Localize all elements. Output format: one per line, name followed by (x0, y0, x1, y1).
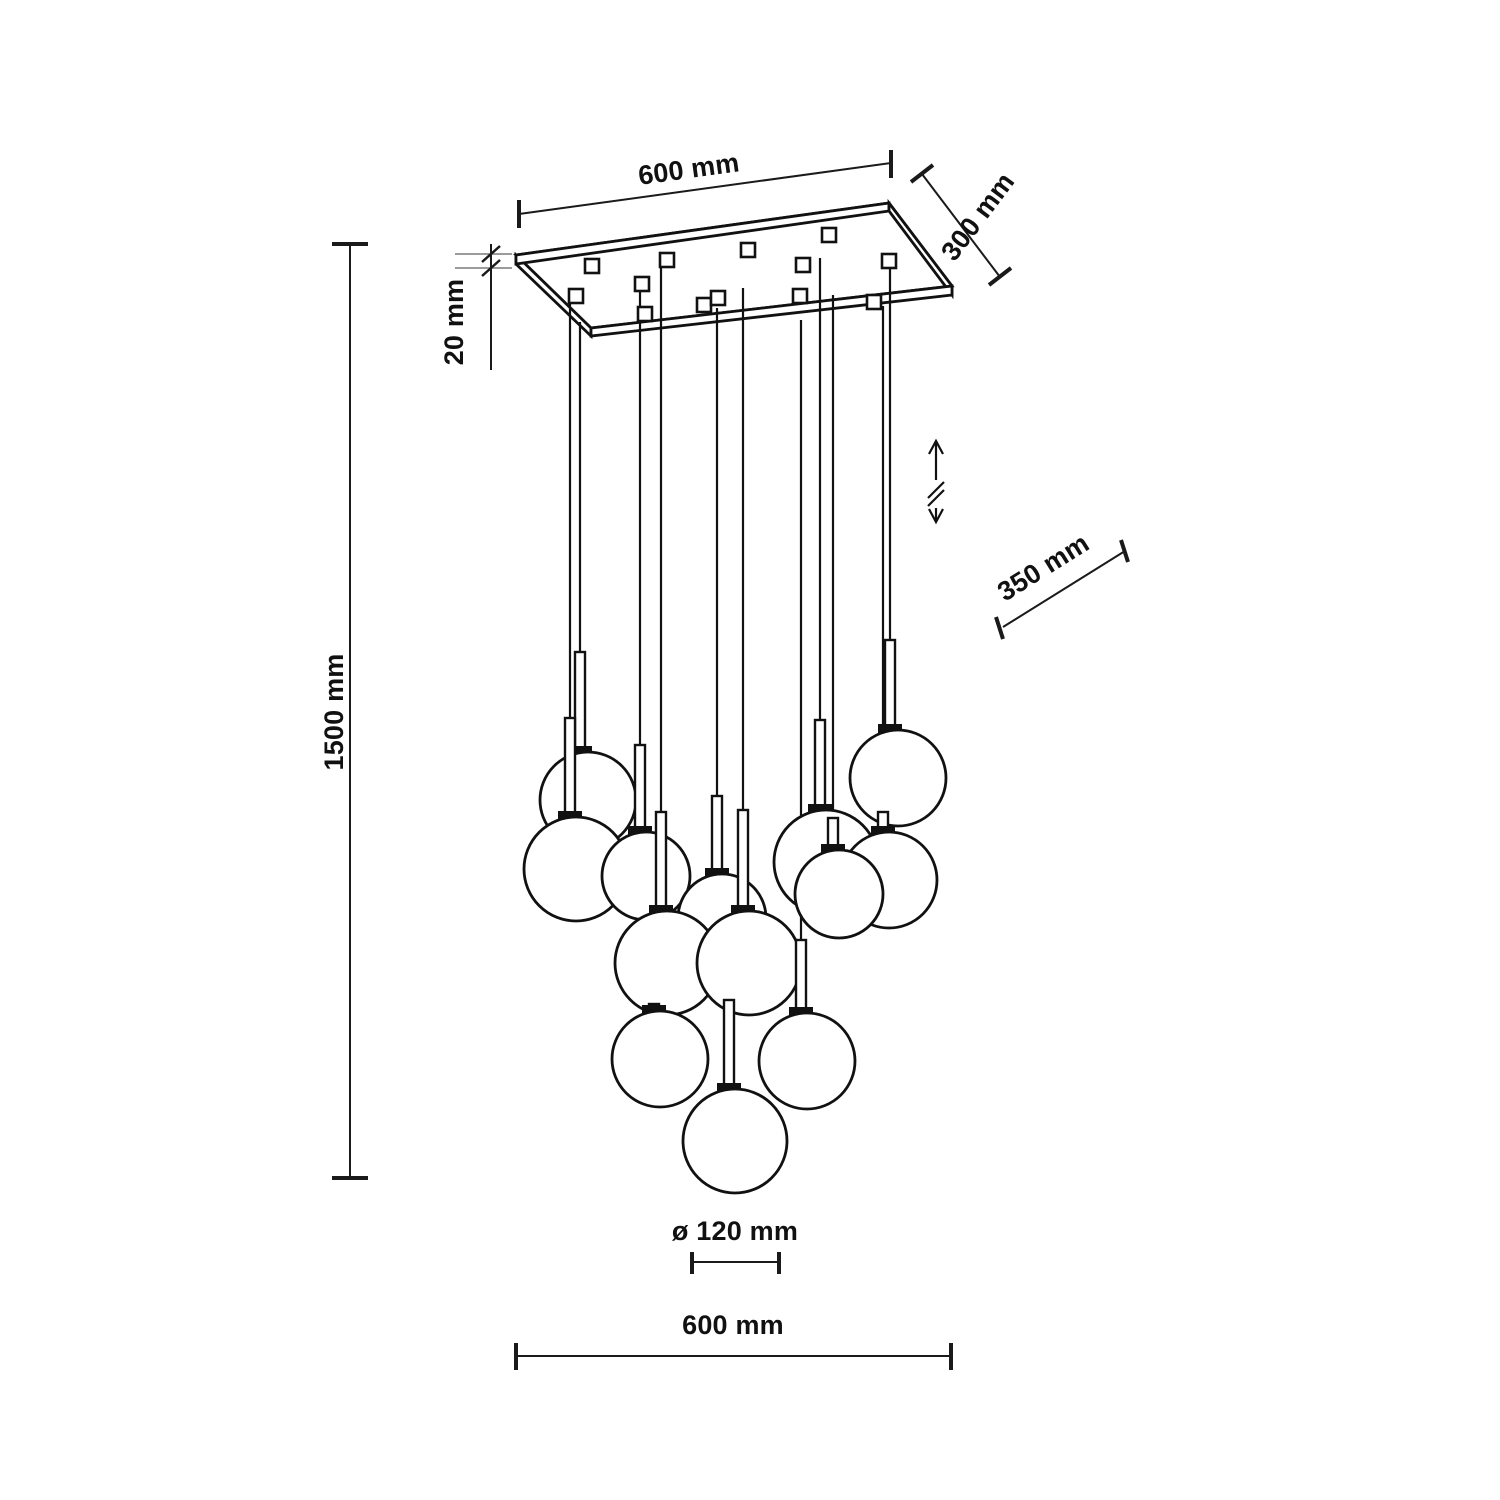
glass-globe (757, 1011, 857, 1111)
canopy-mount-point (820, 226, 838, 244)
pendant-globe-8 (681, 998, 789, 1195)
pendant-globe-3 (600, 743, 692, 922)
canopy-mount-point (865, 293, 883, 311)
glass-globe (695, 909, 803, 1017)
label-overall-width-bottom: 600 mm (682, 1310, 784, 1340)
ceiling-canopy-plate (512, 198, 955, 340)
glass-globe (600, 830, 692, 922)
mount-points-layer (567, 226, 898, 323)
socket-tube (883, 638, 897, 732)
socket-tube (633, 743, 647, 834)
cables-layer (568, 258, 892, 1008)
pendant-globe-11 (793, 816, 885, 940)
canopy-mount-point (709, 289, 727, 307)
label-cable-adjust: 350 mm (992, 528, 1094, 607)
dimension-canopy-thickness: 20 mm (439, 244, 512, 370)
pendant-globe-12 (848, 638, 948, 828)
socket-tube (722, 998, 736, 1091)
pendant-globes-layer (522, 638, 948, 1195)
glass-globe (610, 1009, 710, 1109)
pendant-globe-7 (610, 1002, 710, 1109)
canopy-mount-point (658, 251, 676, 269)
socket-tube (654, 810, 668, 913)
label-globe-diameter: ø 120 mm (672, 1216, 798, 1246)
canopy-mount-point (739, 241, 757, 259)
dimension-total-height: 1500 mm (319, 242, 368, 1180)
canopy-mount-point (633, 275, 651, 293)
label-canopy-depth: 300 mm (935, 167, 1020, 266)
label-total-height: 1500 mm (319, 654, 349, 771)
label-canopy-thickness: 20 mm (439, 279, 469, 366)
canopy-mount-point (636, 305, 654, 323)
glass-globe (681, 1087, 789, 1195)
socket-tube (710, 794, 724, 876)
canopy-mount-point (791, 287, 809, 305)
socket-tube (813, 718, 827, 812)
dimension-cable-adjust: 350 mm (992, 528, 1130, 640)
socket-tube (794, 938, 808, 1015)
dimension-globe-diameter: ø 120 mm (672, 1216, 798, 1274)
canopy-mount-point (794, 256, 812, 274)
dimension-overall-width-bottom: 600 mm (514, 1310, 953, 1370)
socket-tube (573, 650, 587, 754)
canopy-mount-point (695, 296, 713, 314)
socket-tube (736, 808, 750, 913)
pendant-globe-2 (522, 716, 630, 923)
glass-globe (848, 728, 948, 828)
canopy-mount-point (880, 252, 898, 270)
adjustable-height-arrow-icon (927, 438, 945, 525)
label-canopy-width-top: 600 mm (636, 147, 741, 191)
canopy-mount-point (567, 287, 585, 305)
pendant-globe-9 (757, 938, 857, 1111)
canopy-mount-point (583, 257, 601, 275)
socket-tube (563, 716, 577, 819)
glass-globe (793, 848, 885, 940)
